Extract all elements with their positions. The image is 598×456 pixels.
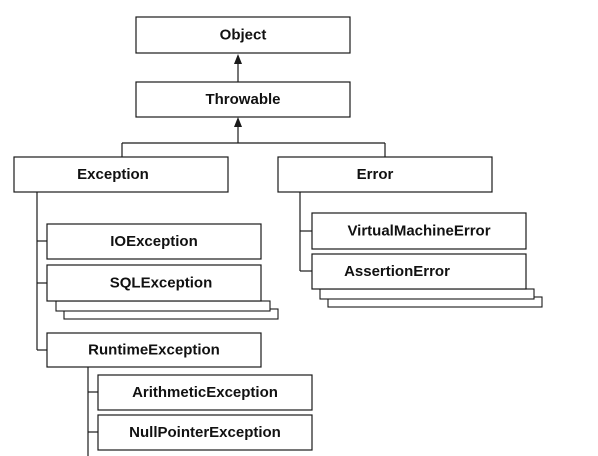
virtualmachineerror-label: VirtualMachineError — [347, 223, 490, 240]
assertionerror-stack — [319, 288, 543, 308]
throwable-box: Throwable — [135, 81, 351, 118]
throwable-label: Throwable — [205, 91, 280, 108]
nullpointerexception-label: NullPointerException — [129, 424, 281, 441]
runtimeexception-label: RuntimeException — [88, 342, 220, 359]
sqlexception-stack — [55, 300, 279, 320]
connectors — [36, 54, 386, 456]
object-box: Object — [135, 16, 351, 54]
runtimeexception-box: RuntimeException — [46, 332, 262, 368]
sqlexception-box: SQLException — [46, 264, 262, 302]
nullpointerexception-box: NullPointerException — [97, 414, 313, 451]
sqlexception-stack-layer-1 — [55, 300, 271, 312]
error-box: Error — [277, 156, 493, 193]
arithmeticexception-box: ArithmeticException — [97, 374, 313, 411]
assertionerror-stack-layer-1 — [319, 288, 535, 300]
ioexception-box: IOException — [46, 223, 262, 260]
assertionerror-label: AssertionError — [344, 263, 450, 280]
arithmeticexception-label: ArithmeticException — [132, 384, 278, 401]
arrowhead-throwable — [234, 117, 242, 127]
assertionerror-box: AssertionError — [311, 253, 527, 290]
exception-label: Exception — [77, 166, 149, 183]
arrowhead-object — [234, 54, 242, 64]
exception-box: Exception — [13, 156, 229, 193]
sqlexception-label: SQLException — [110, 275, 213, 292]
ioexception-label: IOException — [110, 233, 198, 250]
object-label: Object — [220, 27, 267, 44]
error-label: Error — [357, 166, 394, 183]
virtualmachineerror-box: VirtualMachineError — [311, 212, 527, 250]
